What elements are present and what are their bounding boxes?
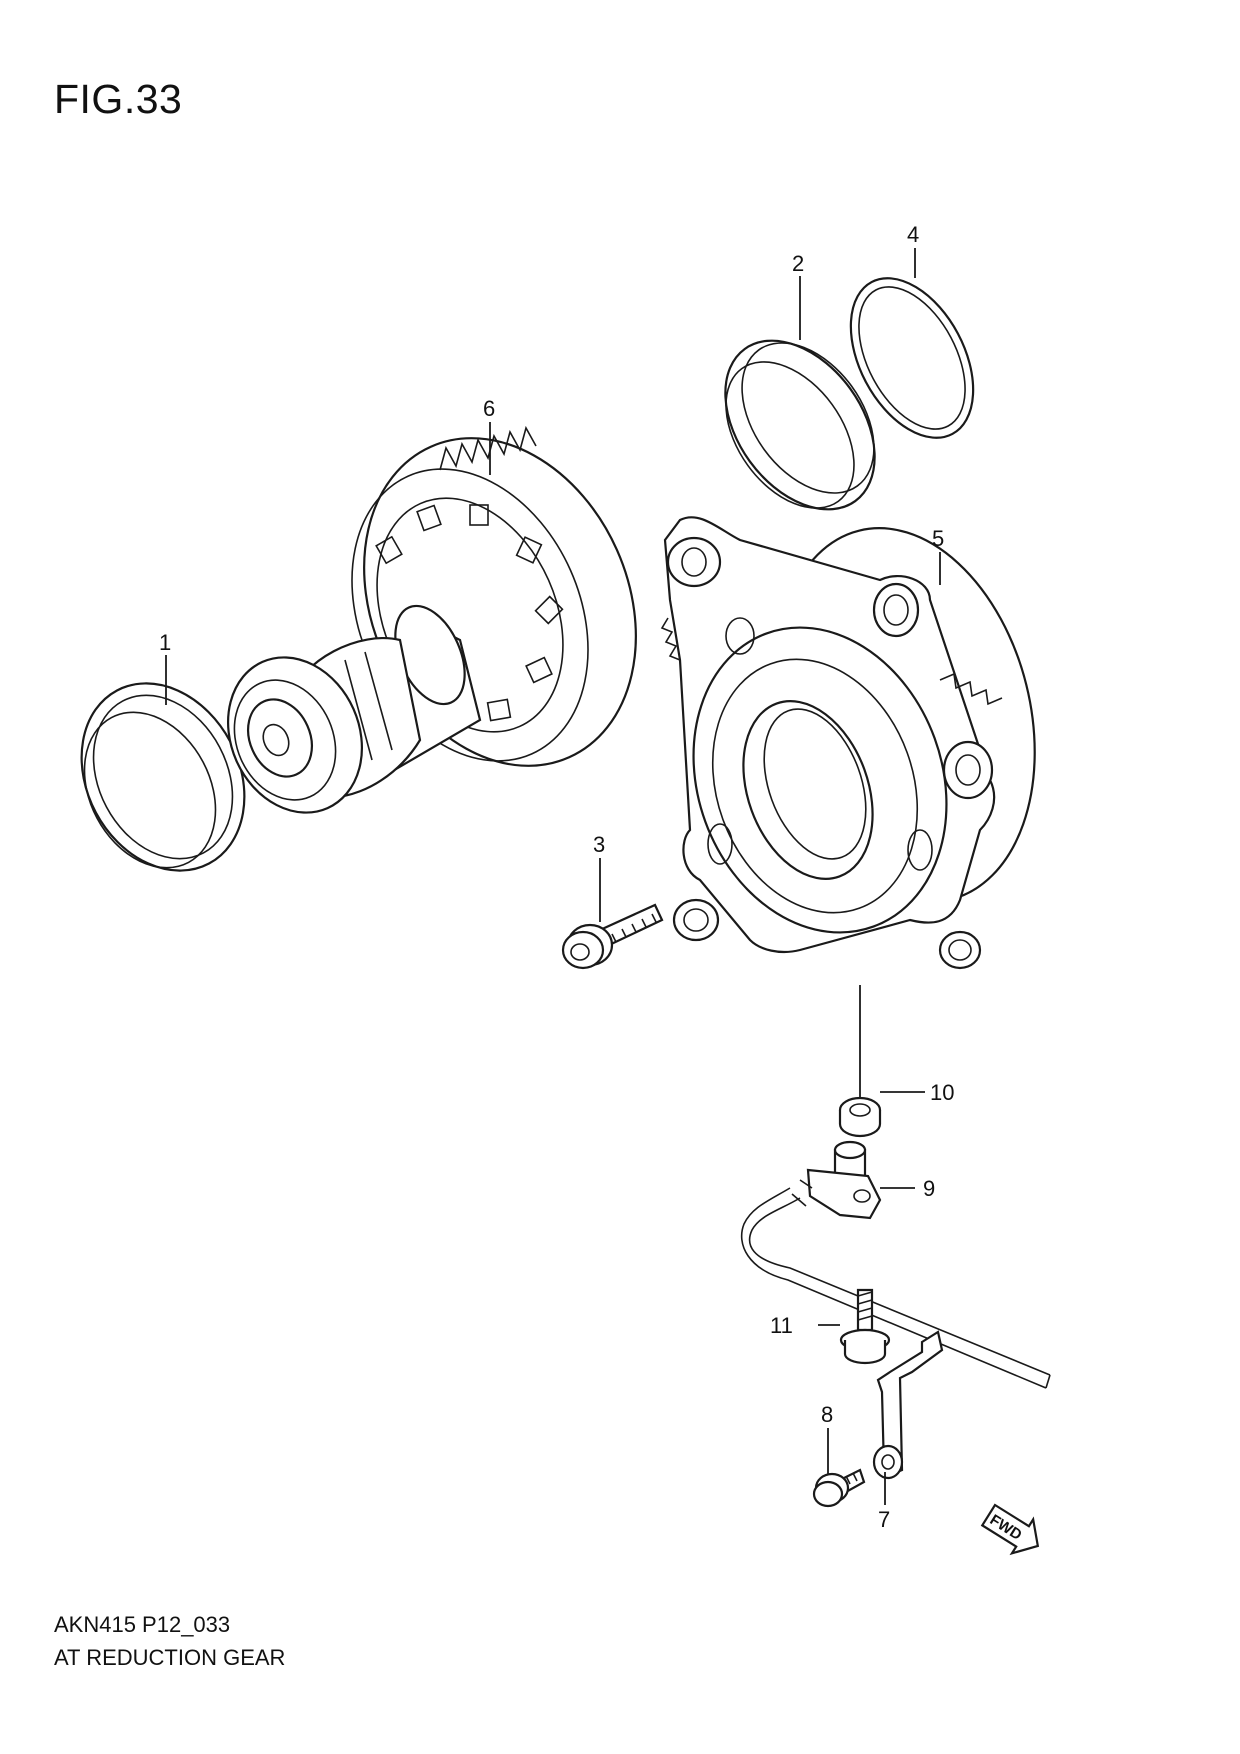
callout-7: 7 — [878, 1507, 890, 1532]
callout-5: 5 — [932, 526, 944, 551]
diagram-code: AKN415 P12_033 — [54, 1612, 231, 1637]
callout-1: 1 — [159, 630, 171, 655]
part-3-flange-bolt — [561, 903, 664, 970]
part-7-bracket — [872, 1330, 944, 1480]
part-11-sensor-bolt — [839, 1288, 891, 1365]
callout-labels: 1 2 3 4 5 6 7 8 9 10 11 — [159, 222, 954, 1532]
callout-3: 3 — [593, 832, 605, 857]
part-5-gear-case — [660, 516, 1036, 970]
figure-title: FIG.33 — [54, 76, 183, 122]
part-6-reduction-gear — [226, 425, 637, 814]
callout-10: 10 — [930, 1080, 954, 1105]
callout-2: 2 — [792, 251, 804, 276]
fwd-arrow-icon: FWD — [980, 1503, 1040, 1556]
diagram-name: AT REDUCTION GEAR — [54, 1645, 286, 1670]
part-8-bracket-bolt — [812, 1468, 866, 1508]
callout-8: 8 — [821, 1402, 833, 1427]
part-4-o-ring — [849, 277, 975, 439]
callout-4: 4 — [907, 222, 919, 247]
part-9-speed-sensor — [740, 1140, 1051, 1389]
part-2-bearing-race — [724, 339, 876, 511]
callout-leaders — [165, 248, 941, 1505]
callout-9: 9 — [923, 1176, 935, 1201]
callout-11: 11 — [770, 1313, 793, 1338]
part-10-bushing — [838, 1096, 882, 1138]
callout-6: 6 — [483, 396, 495, 421]
